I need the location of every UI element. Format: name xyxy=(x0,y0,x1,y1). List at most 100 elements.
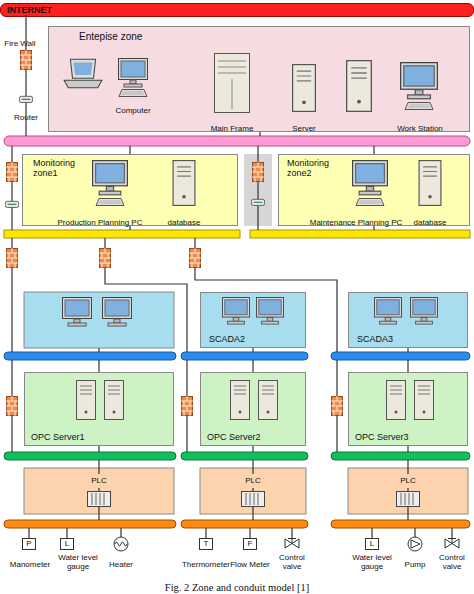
network-bus xyxy=(4,520,176,528)
node-text: PLC xyxy=(400,476,416,485)
network-bus xyxy=(181,452,308,460)
network-bus xyxy=(4,230,240,238)
device-label: Main Frame xyxy=(211,124,254,133)
device-label: Work Station xyxy=(397,124,443,133)
zone-box: OPC Server3 xyxy=(348,372,468,446)
network-bus xyxy=(4,136,470,146)
label-slot: Water level gauge xyxy=(55,553,101,573)
computer-icon xyxy=(103,298,132,327)
label-slot: Water level gauge xyxy=(350,553,394,573)
internet-bar: INTERNET xyxy=(0,3,474,17)
sensor-box: F xyxy=(243,538,257,550)
instrument-label: Thermometer xyxy=(182,560,230,569)
label-slot: Maintenance Planning PC xyxy=(296,211,416,229)
instrument-label: Heater xyxy=(109,560,133,569)
label-slot: Thermometer xyxy=(180,553,232,571)
network-bus xyxy=(4,136,470,528)
network-bus xyxy=(250,230,470,238)
instrument-label: Water level gauge xyxy=(350,553,394,571)
network-bus xyxy=(4,452,176,460)
sensor-box: P xyxy=(22,538,36,550)
field-device-symbol xyxy=(288,539,296,544)
firewall-icon xyxy=(6,396,18,416)
node-text: OPC Server3 xyxy=(355,432,409,442)
instrument-label: Flow Meter xyxy=(230,560,270,569)
label-slot: Production Planning PC xyxy=(40,211,160,229)
field-device-symbol xyxy=(411,540,420,548)
field-device-symbol xyxy=(445,539,459,548)
plc-rack-icon xyxy=(242,492,265,507)
node-text: SCADA2 xyxy=(209,334,245,344)
bar-title: INTERNET xyxy=(7,5,52,15)
computer-icon xyxy=(259,381,278,420)
node-text: PLC xyxy=(91,476,107,485)
label-slot: Heater xyxy=(101,553,141,571)
firewall-icon xyxy=(331,396,343,416)
router-icon xyxy=(19,96,32,102)
node-text: SCADA3 xyxy=(357,334,393,344)
computer-icon xyxy=(63,54,441,420)
node-text: L xyxy=(65,539,69,548)
caption-slot: Fig. 2 Zone and conduit model [1] xyxy=(0,577,474,594)
instrument-label: Control valve xyxy=(274,553,310,571)
firewall-icon xyxy=(252,162,264,182)
computer-icon xyxy=(64,59,102,87)
computer-icon xyxy=(401,63,438,99)
network-wire xyxy=(99,460,408,520)
network-wire xyxy=(29,528,452,538)
label-slot: database xyxy=(400,211,460,229)
figure-caption: Fig. 2 Zone and conduit model [1] xyxy=(165,582,309,593)
network-wire xyxy=(12,15,374,230)
firewall-icon xyxy=(20,50,32,70)
node-text: T xyxy=(204,539,209,548)
label-slot: database xyxy=(154,211,214,229)
label-slot: Computer xyxy=(93,99,173,117)
instrument-label: Water level gauge xyxy=(55,553,101,571)
zone-box: Monitoring zone1 xyxy=(22,154,238,226)
device-label: Maintenance Planning PC xyxy=(310,218,403,227)
firewall-icon xyxy=(99,248,111,268)
plc-rack-icon xyxy=(88,492,111,507)
node-text: P xyxy=(26,539,31,548)
node-text: Monitoring zone2 xyxy=(287,158,347,179)
computer-icon xyxy=(415,381,434,420)
label-slot: Pump xyxy=(400,553,430,571)
field-device-symbol xyxy=(408,537,422,551)
computer-icon xyxy=(347,61,372,112)
sensor-box: L xyxy=(60,538,74,550)
zone-box: OPC Server2 xyxy=(200,372,306,446)
zone-panel xyxy=(24,154,468,514)
label-slot: Manometer xyxy=(2,553,58,571)
computer-icon xyxy=(410,297,437,324)
label-slot: Router xyxy=(0,106,56,124)
computer-icon xyxy=(63,298,92,327)
node-text: Entepise zone xyxy=(79,31,142,43)
field-device-symbol xyxy=(285,539,299,548)
zone-panel xyxy=(24,292,174,348)
node-text: F xyxy=(248,539,253,548)
computer-icon xyxy=(353,161,388,195)
computer-icon xyxy=(222,297,249,324)
node-text: Monitoring zone1 xyxy=(33,158,93,179)
device-label: Production Planning PC xyxy=(58,218,143,227)
computer-icon xyxy=(105,381,124,420)
node-text: L xyxy=(370,539,374,548)
device-label: database xyxy=(414,218,447,227)
device-label: Server xyxy=(292,124,316,133)
instrument-label: Control valve xyxy=(434,553,470,571)
firewall-icon xyxy=(181,396,193,416)
label-slot: Work Station xyxy=(385,117,455,135)
label-slot: Control valve xyxy=(274,553,310,573)
node-text: OPC Server2 xyxy=(207,432,261,442)
network-wire xyxy=(12,238,337,352)
label-slot: Fire Wall xyxy=(0,32,60,50)
zone-box: SCADA3 xyxy=(348,292,468,348)
device-label: Router xyxy=(14,113,38,122)
zone-box: SCADA2 xyxy=(200,292,306,348)
computer-icon xyxy=(293,65,316,112)
network-wire xyxy=(99,348,408,372)
label-slot: Main Frame xyxy=(192,117,272,135)
router-icon xyxy=(251,199,264,205)
device-label: Computer xyxy=(115,106,150,115)
